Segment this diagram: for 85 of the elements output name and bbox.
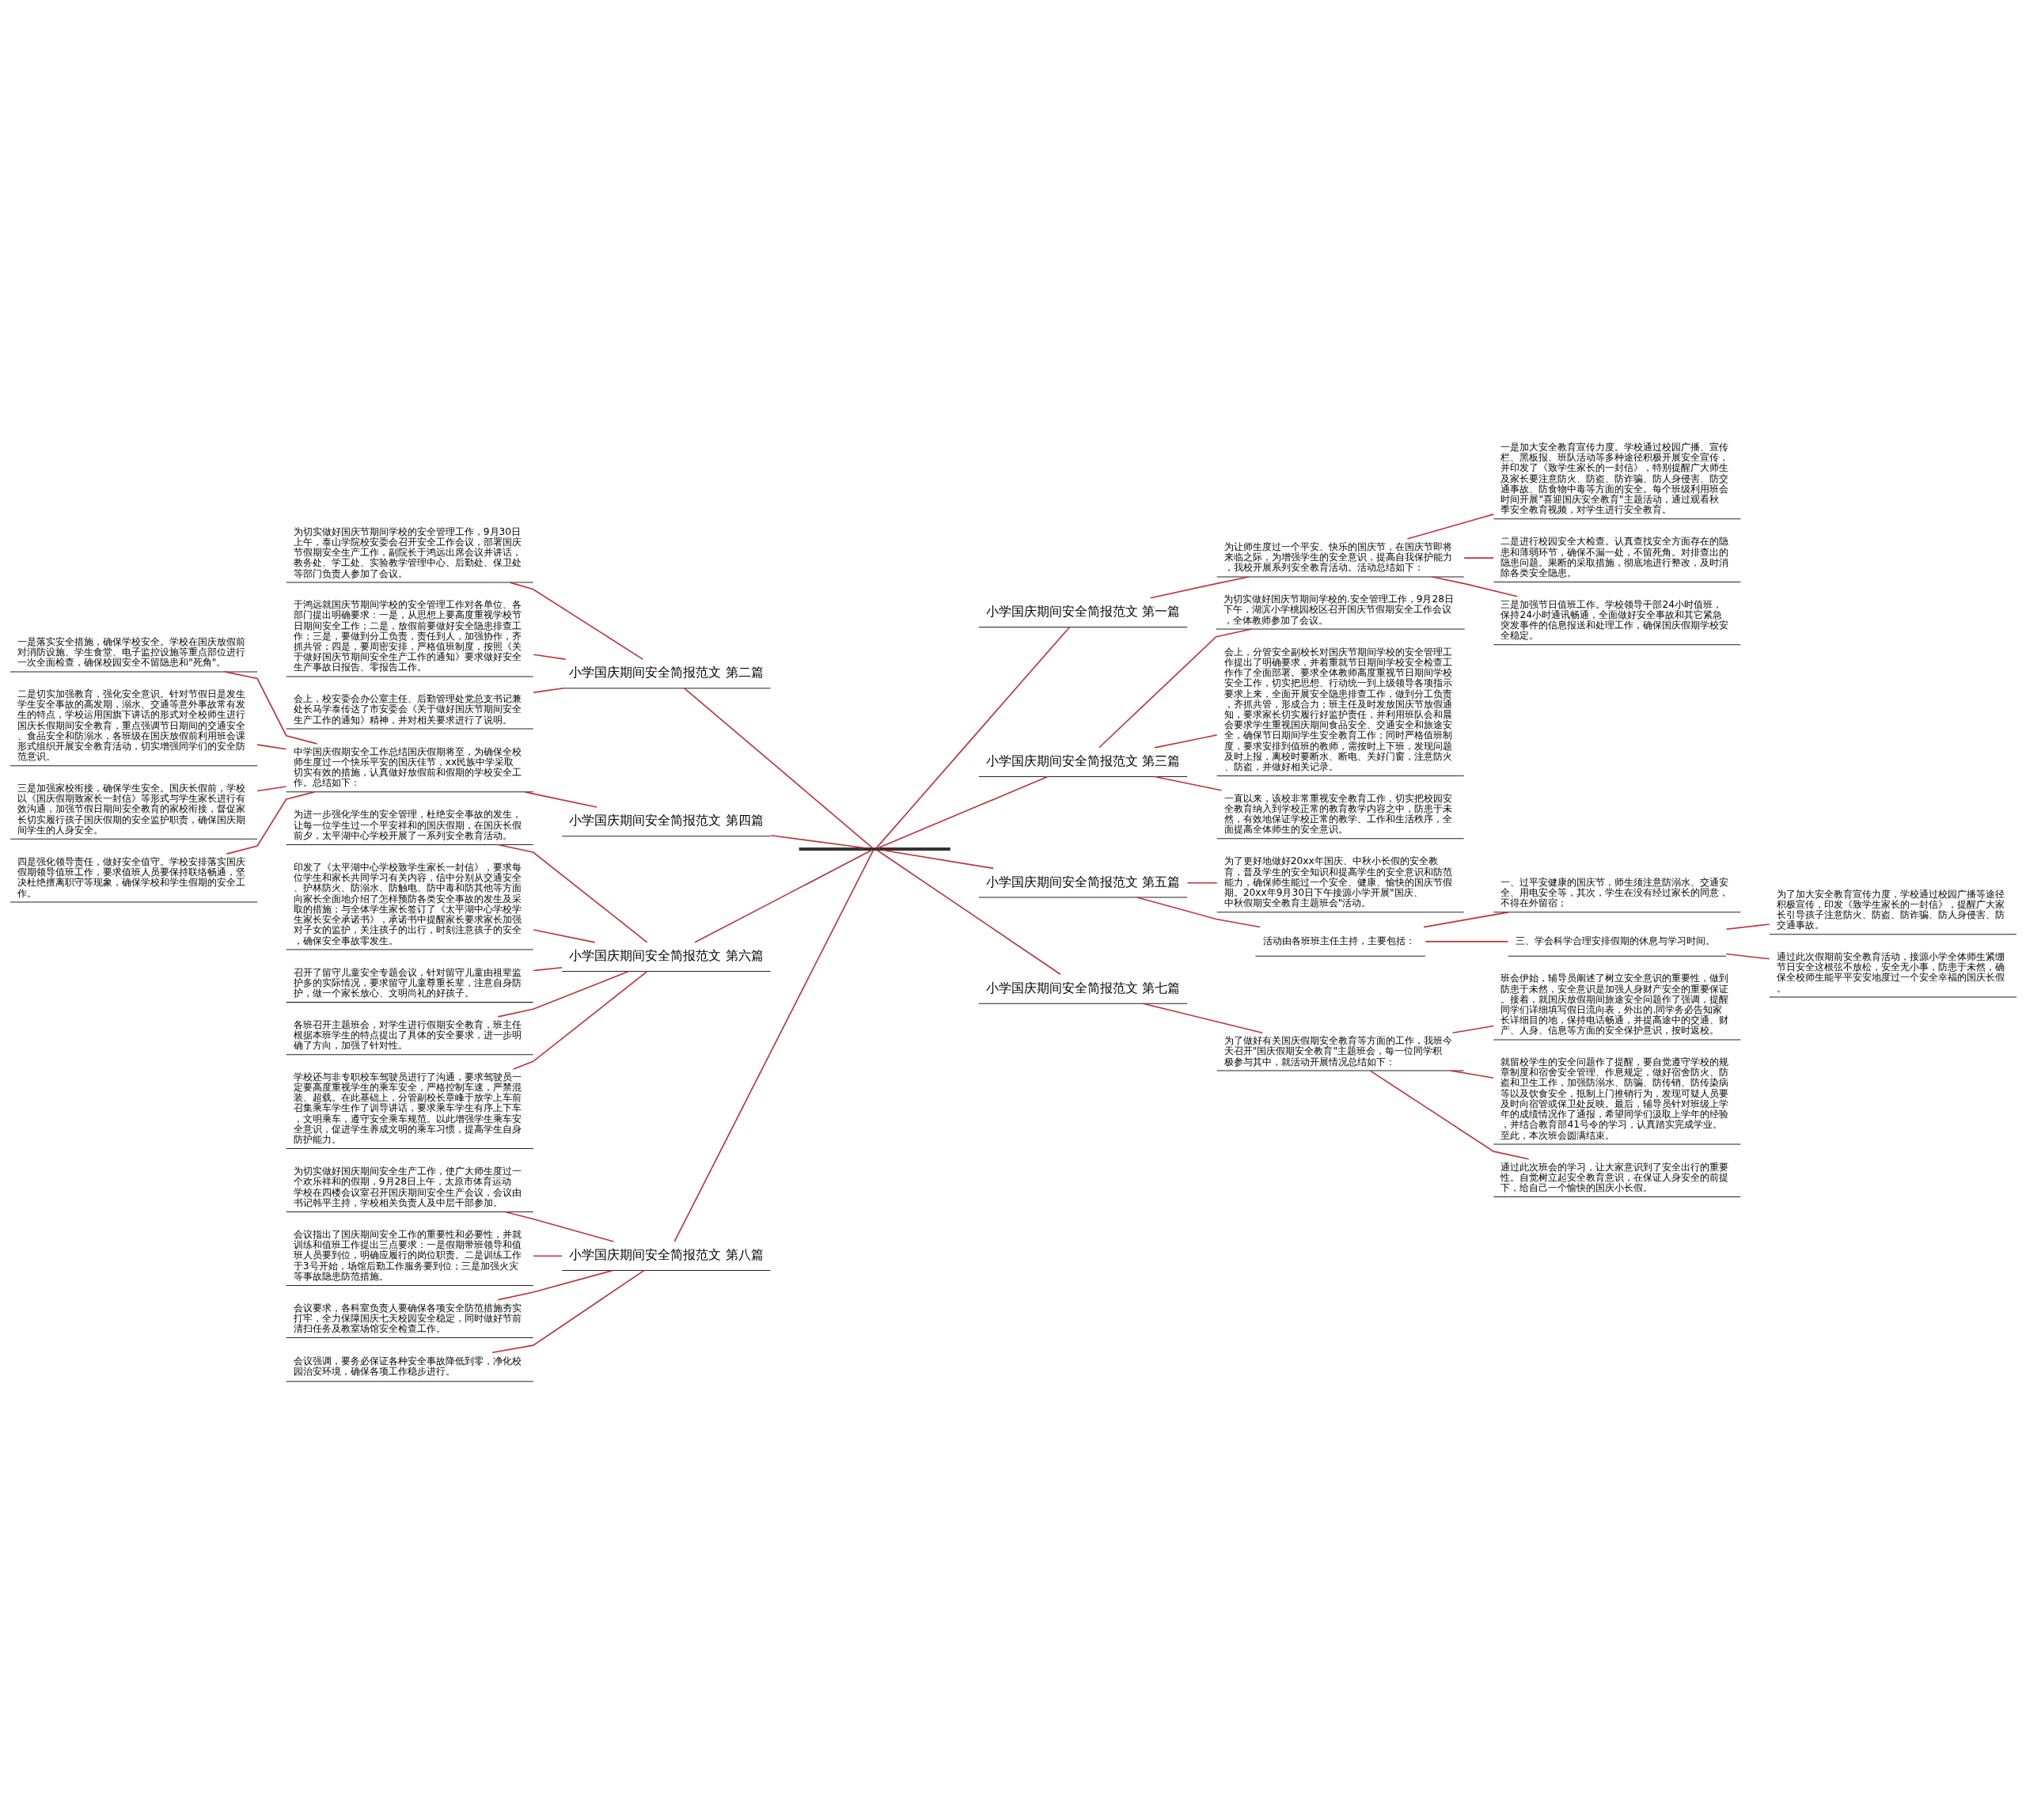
node-text: 班会伊始，辅导员阐述了树立安全意识的重要性，做到防患于未然，安全意识是加强人身财产安全的重要保证。接着，就国庆放假期间旅途安全问题作了强调，提醒同学们详细填写假日流向表，外出的.同学务必告知家长详细目的地，保持电话畅通，并提高途中的交通、财产、人身、信息等方面的安全保护意识，按时返校。	[1500, 972, 1728, 1036]
node-text: 会议指出了国庆期间安全工作的重要性和必要性，并就训练和值班工作提出三点要求：一是假期带班领导和值班人员要到位，明确应履行的岗位职责。二是训练工作于3号开始，场馆后勤工作服务要到位；三是加强火灾等事故隐患防范措施。	[293, 1228, 522, 1282]
connector	[223, 670, 317, 745]
node-text: 一是落实安全措施，确保学校安全。学校在国庆放假前对消防设施、学生食堂、电子监控设施等重点部位进行一次全面检查，确保校园安全不留隐患和"死角"。	[17, 635, 245, 668]
connector	[512, 970, 647, 1070]
connector	[497, 844, 647, 943]
node-text: 二是进行校园安全大检查。认真查找安全方面存在的隐患和薄弱环节，确保不漏一处，不留死角。对排查出的隐患问题。果断的采取措施，彻底地进行整改，及时消除各类安全隐患。	[1500, 535, 1728, 578]
connector	[1463, 556, 1494, 559]
node-text: 通过此次班会的学习，让大家意识到了安全出行的重要性。自觉树立起安全教育意识，在保证人身安全的前提下，给自己一个愉快的国庆小长假。	[1500, 1161, 1728, 1193]
node-text: 小学国庆期间安全简报范文 第四篇	[568, 812, 764, 828]
connector	[524, 791, 598, 808]
connector	[256, 785, 286, 791]
node-text: 四是强化领导责任，做好安全值守。学校安排落实国庆假期领导值班工作，要求值班人员要保持联络畅通，坚决杜绝擅离职守等现象，确保学校和学生假期的安全工作。	[17, 855, 245, 899]
connector	[532, 928, 595, 943]
node-text: 小学国庆期间安全简报范文 第二篇	[568, 664, 764, 680]
node-text: 于鸿远就国庆节期间学校的安全管理工作对各单位、各部门提出明确要求：一是，从思想上要高度重视学校节日期间安全工作；二是，放假前要做好安全隐患排查工作；三是，要做到分工负责，责任到人，加强协作，齐抓共管；四是，要周密安排，严格值班制度，按照《关于做好国庆节期间安全生产工作的通知》要求做好安全生产事故日报告、零报告工作。	[293, 598, 522, 673]
node-text: 会上，校安委会办公室主任、后勤管理处党总支书记兼处长马学泰传达了市安委会《关于做好国庆节期间安全生产工作的通知》精神，并对相关要求进行了说明。	[293, 692, 522, 726]
connector	[1431, 575, 1518, 597]
connector	[1153, 775, 1222, 791]
node-text: 小学国庆期间安全简报范文 第一篇	[985, 603, 1180, 619]
connector	[497, 970, 629, 1018]
node-text: 印发了《太平湖中心学校致学生家长一封信》，要求每位学生和家长共同学习有关内容，信中分别从交通安全、护林防火、防溺水、防触电、防中毒和防其他等方面向家长全面地介绍了怎样预防各类安全事故的发生及采取的措施；与全体学生家长签订了《太平湖中心学校学生家长安全承诺书》，承诺书中提醒家长要求家长加强对子女的监护，关注孩子的出行，时刻注意孩子的安全，确保安全事故零发生。	[293, 861, 522, 946]
node-text: 为了更好地做好20xx年国庆、中秋小长假的安全教育，普及学生的安全知识和提高学生的安全意识和防范能力，确保师生能过一个安全、健康、愉快的国庆节假期。20xx年9月30日下午接源小学开展"国庆、中秋假期安全教育主题班会"活动。	[1224, 855, 1452, 908]
node-text: 二是切实加强教育，强化安全意识。针对节假日是发生学生安全事故的高发期，溺水、交通等意外事故常有发生的特点，学校运用国旗下讲话的形式对全校师生进行国庆长假期间安全教育，重点强调节日期间的交通安全、食品安全和防溺水，各班级在国庆放假前利用班会课形式组织开展安全教育活动，切实增强同学们的安全防范意识。	[17, 688, 245, 762]
connector	[1369, 1069, 1529, 1160]
connector	[673, 849, 874, 1242]
node-text: 通过此次假期前安全教育活动，接源小学全体师生紧绷节日安全这根弦不放松，安全无小事，防患于未然，确保全校师生能平平安安地度过一个安全幸福的国庆长假。	[1776, 950, 2005, 993]
node-text: 一是加大安全教育宣传力度。学校通过校园广播、宣传栏、黑板报、班队活动等多种途径积极开展安全宣传，并印发了《致学生家长的一封信》，特别提醒广大师生及家长要注意防火、防盗、防诈骗、防人身侵害、防交通事故、防食物中毒等方面的安全。每个班级利用班会时间开展"喜迎国庆安全教育"主题活动，通过观看秋季安全教育视频，对学生进行安全教育。	[1500, 441, 1728, 515]
connector	[1422, 911, 1509, 927]
connector	[1153, 734, 1217, 749]
node-text: 活动由各班班主任主持，主要包括：	[1262, 935, 1415, 946]
node-text: 中学国庆假期安全工作总结国庆假期将至，为确保全校师生度过一个快乐平安的国庆佳节，xx民族中学采取切实有效的措施，认真做好放假前和假期的学校安全工作。总结如下：	[293, 745, 522, 788]
node-text: 为了做好有关国庆假期安全教育等方面的工作，我班今天召开"国庆假期安全教育"主题班会，每一位同学积极参与其中，就活动开展情况总结如下：	[1224, 1034, 1452, 1067]
node-text: 三是加强家校衔接，确保学生安全。国庆长假前，学校以《国庆假期致家长一封信》等形式与学生家长进行有效沟通，加强节假日期间安全教育的家校衔接，督促家长切实履行孩子国庆假期的安全监护职责，确保国庆期间学生的人身安全。	[17, 782, 245, 836]
connector	[256, 743, 286, 749]
node-text: 为切实做好国庆节期间学校的.安全管理工作，9月28日下午，湖滨小学桃园校区召开国庆节假期安全工作会议，全体教师参加了会议。	[1223, 593, 1454, 625]
connector	[532, 687, 563, 693]
connector	[876, 849, 1061, 975]
node-bar	[799, 847, 950, 851]
connector	[503, 1211, 614, 1242]
node-text: 学校还与非专职校车驾驶员进行了沟通，要求驾驶员一定要高度重视学生的乘车安全，严格控制车速，严禁混装、超载。在此基础上，分管副校长章峰于放学上车前召集乘车学生作了训导讲话，要求乘车学生有序上下车，文明乘车，遵守安全乘车规范。以此增强学生乘车安全意识，促进学生养成文明的乘车习惯，提高学生自身防护能力。	[293, 1071, 522, 1145]
node-text: 就留校学生的安全问题作了提醒，要自觉遵守学校的规章制度和宿舍安全管理、作息规定，做好宿舍防火、防盗和卫生工作，加强防溺水、防骗、防传销、防传染病等以及饮食安全，抵制上门推销行为，发现可疑人员要及时向宿管或保卫处反映。最后，辅导员针对班级上学年的成绩情况作了通报，希望同学们汲取上学年的经验，并结合教育部41号令的学习，认真踏实完成学业。至此，本次班会圆满结束。	[1500, 1056, 1728, 1140]
node-text: 小学国庆期间安全简报范文 第七篇	[985, 980, 1180, 995]
node-text: 小学国庆期间安全简报范文 第五篇	[985, 874, 1180, 889]
node-text: 小学国庆期间安全简报范文 第六篇	[568, 947, 764, 963]
node-text: 会议强调，要务必保证各种安全事故降低到零，净化校园治安环境，确保各项工作稳步进行。	[293, 1355, 522, 1377]
connector	[1098, 628, 1252, 749]
connector	[882, 849, 994, 869]
node-text: 为了加大安全教育宣传力度，学校通过校园广播等途径积极宣传，印发《致学生家长的一封信》，提醒广大家长引导孩子注意防火、防盗、防诈骗、防人身侵害、防交通事故。	[1776, 888, 2005, 931]
node-text: 各班召开主题班会，对学生进行假期安全教育，班主任根据本班学生的特点提出了具体的安全要求，进一步明确了方向，加强了针对性。	[293, 1018, 522, 1051]
connector	[532, 1254, 563, 1257]
connector	[226, 791, 315, 855]
connector	[532, 966, 563, 971]
connector	[875, 626, 1070, 848]
node-text: 三是加强节日值班工作。学校领导干部24小时值班，保持24小时通讯畅通，全面做好安全事故和其它紧急突发事件的信息报送和处理工作，确保国庆假期学校安全稳定。	[1500, 598, 1728, 641]
node-text: 为切实做好国庆期间安全生产工作，使广大师生度过一个欢乐祥和的假期，9月28日上午，太原市体育运动学校在四楼会议室召开国庆期间安全生产会议，会议由书记韩平主持，学校相关负责人及中层干部参加。	[293, 1165, 522, 1208]
connector	[1136, 896, 1261, 927]
connector	[1450, 1069, 1494, 1079]
connector	[693, 849, 872, 943]
node-text: 小学国庆期间安全简报范文 第三篇	[985, 753, 1180, 768]
node-text: 召开了留守儿童安全专题会议，针对留守儿童由祖辈监护多的实际情况，要求留守儿童尊重长辈，注意自身防护，做一个家长放心、文明尚礼的好孩子。	[293, 966, 522, 999]
connector	[683, 687, 873, 848]
connector	[1724, 923, 1770, 930]
node-text: 会上，分管安全副校长对国庆节期间学校的安全管理工作提出了明确要求，并着重就节日期间学校安全检查工作作了全面部署。要求全体教师高度重视节日期间学校安全工作，切实把思想、行动统一到上级领导各项指示要求上来，全面开展安全隐患排查工作，做到分工负责，齐抓共管，形成合力；班主任及时发放国庆节放假通知，要求家长切实履行好监护责任，并利用班队会和晨会要求学生重视国庆期间食品安全、交通安全和旅途安全，确保节日期间学生安全教育工作；同时严格值班制度，要求安排到值班的教师，需按时上下班，发现问题及时上报，离校时要断水、断电、关好门窗，注意防火、防盗，并做好相关记录。	[1224, 646, 1452, 772]
node-text: 为进一步强化学生的安全管理，杜绝安全事故的发生，让每一位学生过一个平安祥和的国庆假期，在国庆长假前夕，太平湖中心学校开展了一系列安全教育活动。	[293, 808, 522, 841]
connector	[1186, 882, 1217, 883]
node-text: 三、学会科学合理安排假期的休息与学习时间。	[1515, 935, 1715, 946]
connector	[1142, 1002, 1263, 1033]
node-text: 一、过平安健康的国庆节，师生须注意防溺水、交通安全、用电安全等，其次，学生在没有经过家长的同意，不得在外留宿；	[1500, 876, 1728, 908]
node-text: 会议要求，各科室负责人要确保各项安全防范措施夯实打牢，全力保障国庆七天校园安全稳定，同时做好节前清扫任务及教室场馆安全检查工作。	[293, 1302, 522, 1334]
connector	[1149, 575, 1250, 599]
node-text: 小学国庆期间安全简报范文 第八篇	[568, 1246, 764, 1262]
node-text: 为让师生度过一个平安、快乐的国庆节，在国庆节即将来临之际，为增强学生的安全意识，提高自我保护能力，我校开展系列安全教育活动。活动总结如下：	[1224, 540, 1452, 573]
connector	[1425, 940, 1508, 942]
node-text: 一直以来，该校非常重视安全教育工作，切实把校园安全教育纳入到学校正常的教育教学内容之中，防患于未然，有效地保证学校正常的教学、工作和生活秩序，全面提高全体师生的安全意识。	[1224, 792, 1452, 835]
connector	[497, 1269, 613, 1300]
connector	[877, 775, 1049, 848]
connector	[491, 1269, 644, 1353]
connector	[532, 653, 566, 660]
connector	[509, 581, 643, 660]
connector	[1724, 953, 1770, 960]
connector	[1406, 513, 1494, 540]
connector	[769, 834, 865, 848]
node-text: 为切实做好国庆节期间学校的安全管理工作，9月30日上午，泰山学院校安委会召开安全工作会议，部署国庆节假期安全生产工作，副院长于鸿远出席会议并讲话，教务处、学工处、实验教学管理中心、后勤处、保卫处等部门负责人参加了会议。	[293, 525, 522, 579]
connector	[1451, 1025, 1494, 1033]
